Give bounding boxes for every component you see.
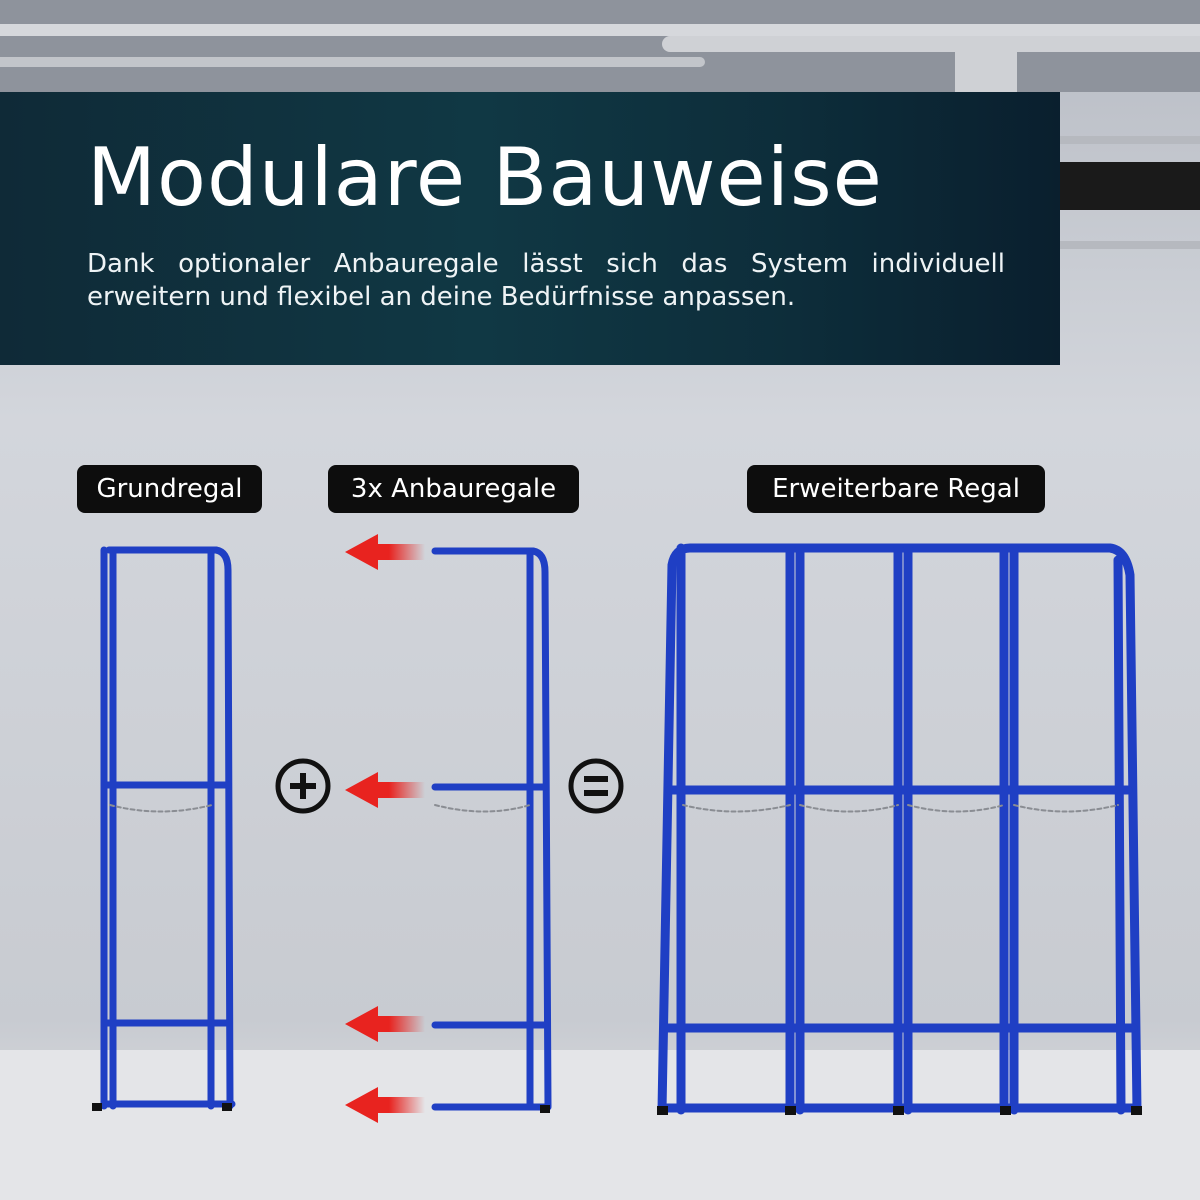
arrow-left-icon-2 [345,772,425,808]
banner-subtitle: Dank optionaler Anbauregale lässt sich d… [87,249,1005,312]
ceiling-pipes [0,24,1200,249]
addon-rack [431,547,552,1113]
page-title: Modulare Bauweise [87,131,883,224]
label-expandable-rack: Erweiterbare Regal [747,465,1045,513]
label-base-rack: Grundregal [77,465,262,513]
combined-rack [657,543,1142,1115]
arrow-left-icon-1 [345,534,425,570]
equals-icon [568,758,624,814]
floor [0,1050,1200,1200]
arrow-left-icon-4 [345,1087,425,1123]
label-addon-racks: 3x Anbauregale [328,465,579,513]
base-rack [92,546,236,1111]
title-banner: Modulare Bauweise Dank optionaler Anbaur… [0,92,1060,365]
arrow-left-icon-3 [345,1006,425,1042]
plus-icon [275,758,331,814]
